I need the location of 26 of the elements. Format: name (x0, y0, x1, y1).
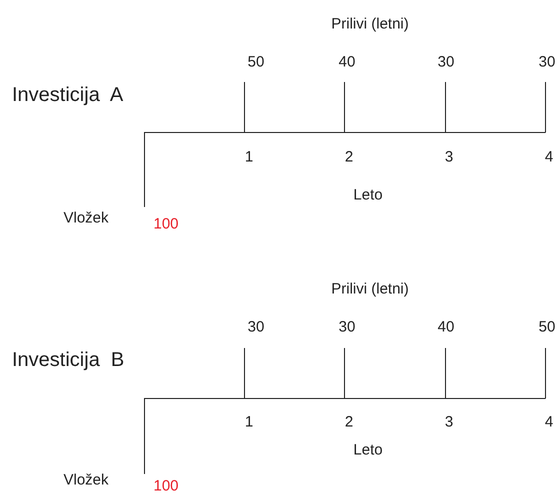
axis-title: Leto (353, 188, 383, 202)
cash-flow-value: 50 (538, 320, 556, 334)
year-number: 3 (444, 414, 454, 430)
cash-flow-value: 40 (438, 320, 454, 334)
cash-flow-value: 30 (538, 54, 556, 70)
outflow-label: Vložek (63, 210, 109, 226)
year-number: 2 (344, 414, 354, 430)
year-number: 2 (344, 150, 354, 164)
outflow-value: 100 (153, 216, 179, 232)
investment-title: Investicija B (12, 350, 124, 370)
cash-flow-value: 30 (248, 320, 264, 334)
cash-flow-value: 30 (438, 54, 454, 70)
year-number: 1 (244, 414, 254, 430)
year-number: 4 (544, 414, 554, 430)
year-number: 3 (444, 150, 454, 164)
outflow-value: 100 (153, 478, 179, 494)
cash-flow-value: 40 (338, 54, 356, 70)
year-number: 4 (544, 150, 554, 164)
cash-flow-value: 50 (248, 54, 264, 70)
investment-title: Investicija A (12, 85, 124, 105)
outflow-label: Vložek (63, 472, 109, 488)
axis-title: Prilivi (letni) (331, 282, 409, 296)
cash-flow-value: 30 (338, 320, 356, 334)
axis-title: Prilivi (letni) (331, 16, 409, 32)
axis-title: Leto (353, 442, 383, 458)
year-number: 1 (244, 150, 254, 164)
